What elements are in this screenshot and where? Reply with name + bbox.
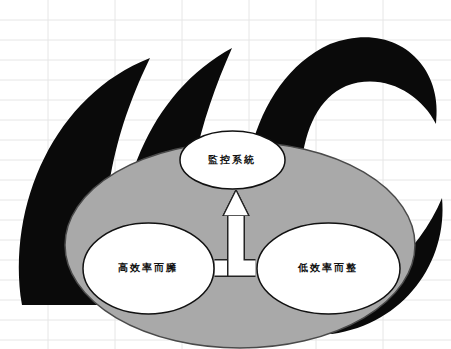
arrow-outline (215, 216, 237, 268)
ellipse-node: 監控系統 (179, 130, 286, 190)
block-arrow (236, 216, 256, 268)
node-label: 高效率而臃 (118, 262, 178, 274)
arrow-body (215, 216, 237, 268)
arrow-body (236, 216, 256, 268)
ellipse-node: 低效率而整 (256, 222, 401, 315)
node-label: 低效率而整 (298, 262, 358, 274)
node-label: 監控系統 (208, 154, 256, 166)
ellipse-node: 高效率而臃 (82, 222, 215, 315)
block-arrow (215, 216, 237, 268)
arrow-outline (236, 216, 256, 268)
